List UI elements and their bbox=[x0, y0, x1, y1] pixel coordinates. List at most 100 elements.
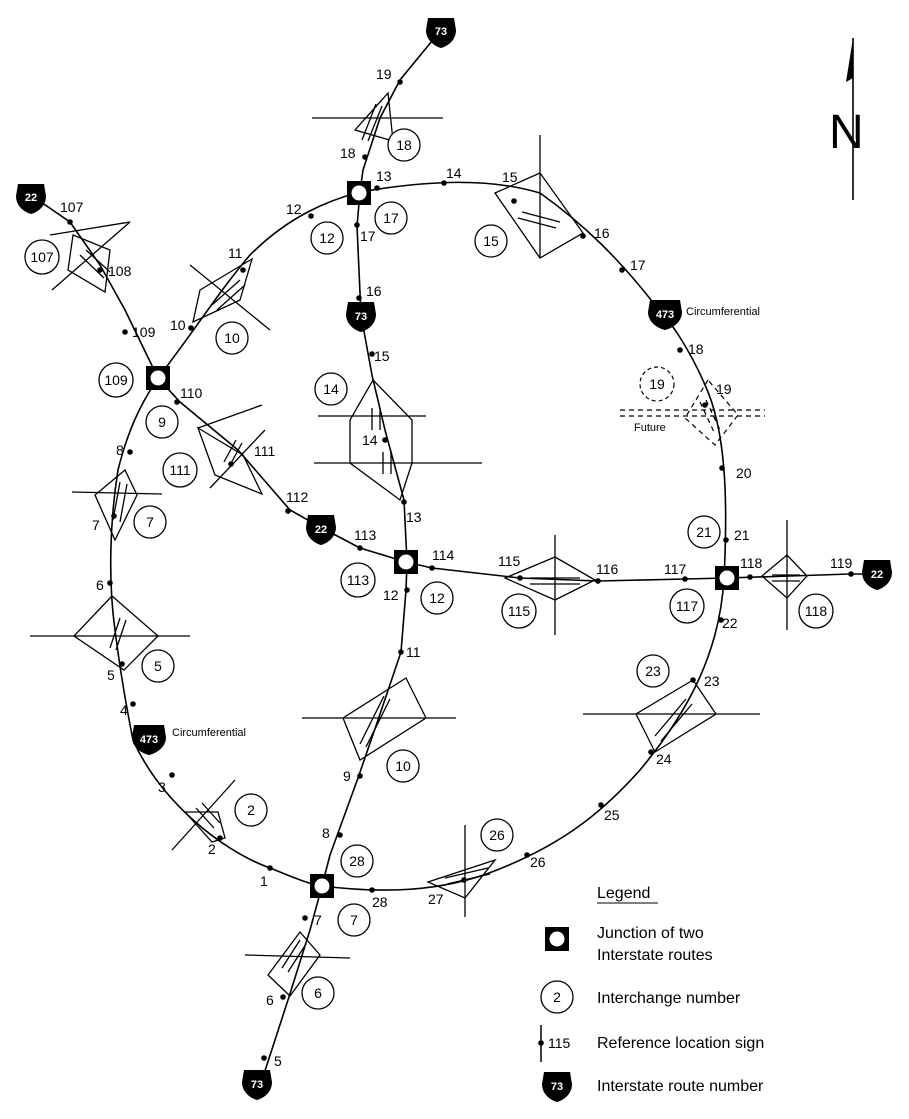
svg-text:23: 23 bbox=[645, 663, 661, 679]
refsign-label: 16 bbox=[594, 225, 610, 241]
refsign-label: 17 bbox=[360, 228, 376, 244]
svg-text:10: 10 bbox=[224, 330, 240, 346]
svg-text:473: 473 bbox=[140, 734, 158, 746]
refsign-label: 108 bbox=[108, 263, 132, 279]
refsign-label: 113 bbox=[354, 527, 377, 543]
refsign-label: 11 bbox=[406, 644, 421, 660]
refsign-label: 19 bbox=[376, 66, 392, 82]
svg-text:15: 15 bbox=[483, 233, 499, 249]
interchange-circle: 9 bbox=[145, 405, 179, 439]
interchange-circle: 5 bbox=[141, 649, 175, 683]
refsign-label: 14 bbox=[362, 432, 378, 448]
legend-junction-symbol bbox=[545, 927, 569, 951]
svg-text:113: 113 bbox=[347, 572, 370, 588]
legend-interchange-label: Interchange number bbox=[597, 990, 741, 1007]
refsign-label: 9 bbox=[343, 768, 351, 784]
refsign-label: 24 bbox=[656, 751, 672, 767]
refsign-label: 6 bbox=[96, 577, 104, 593]
interchange-circle: 23 bbox=[636, 654, 670, 688]
interchange-circle: 17 bbox=[374, 201, 408, 235]
svg-text:2: 2 bbox=[247, 802, 255, 818]
refsign-label: 18 bbox=[688, 341, 704, 357]
refsign-label: 15 bbox=[374, 348, 390, 364]
refsign-label: 5 bbox=[274, 1053, 282, 1069]
junction-marker bbox=[347, 181, 371, 205]
refsign-label: 8 bbox=[322, 825, 330, 841]
interchange-circle: 109 bbox=[98, 362, 134, 398]
north-label: N bbox=[829, 106, 864, 159]
legend-route-label: Interstate route number bbox=[597, 1078, 764, 1095]
svg-text:22: 22 bbox=[25, 192, 37, 204]
svg-text:12: 12 bbox=[319, 230, 335, 246]
interchange-circle: 21 bbox=[687, 515, 721, 549]
refsign-label: 4 bbox=[120, 702, 128, 718]
interchange-circle: 14 bbox=[314, 372, 348, 406]
legend-refsign-symbol: 115 bbox=[538, 1025, 571, 1062]
refsign-label: 107 bbox=[60, 199, 84, 215]
legend-title: Legend bbox=[597, 885, 650, 902]
junction-marker bbox=[310, 874, 334, 898]
interchange-circle: 26 bbox=[480, 818, 514, 852]
route-shield-73: 73 bbox=[242, 1070, 272, 1100]
svg-text:12: 12 bbox=[429, 590, 445, 606]
interchange-circle: 18 bbox=[387, 128, 421, 162]
interchange-circle: 117 bbox=[669, 588, 705, 624]
refsign-label: 19 bbox=[716, 381, 732, 397]
interchange-circle: 115 bbox=[501, 593, 537, 629]
svg-text:22: 22 bbox=[871, 569, 883, 581]
route-shield-473: 473 bbox=[648, 300, 682, 330]
interchange-circle: 111 bbox=[162, 452, 198, 488]
refsign-label: 27 bbox=[428, 891, 444, 907]
svg-text:18: 18 bbox=[396, 137, 412, 153]
interchange-circle: 7 bbox=[133, 505, 167, 539]
refsign-label: 13 bbox=[376, 168, 392, 184]
refsign-label: 7 bbox=[314, 912, 322, 928]
refsign-label: 2 bbox=[208, 841, 216, 857]
refsign-label: 110 bbox=[180, 385, 203, 401]
svg-text:6: 6 bbox=[314, 985, 322, 1001]
svg-text:109: 109 bbox=[104, 372, 128, 388]
junction-markers bbox=[146, 181, 739, 898]
svg-text:473: 473 bbox=[656, 309, 674, 321]
refsign-label: 18 bbox=[340, 145, 356, 161]
refsign-label: 28 bbox=[372, 894, 388, 910]
route-shield-22: 22 bbox=[862, 560, 892, 590]
north-arrow: N bbox=[829, 38, 864, 200]
svg-text:7: 7 bbox=[350, 912, 358, 928]
interchange-number-circles: 18 17 12 15 107 10 109 9 111 14 7 5 113 … bbox=[24, 128, 834, 1010]
interchange-circle-future: 19 bbox=[639, 366, 675, 402]
svg-text:7: 7 bbox=[146, 514, 154, 530]
refsign-label: 3 bbox=[158, 779, 166, 795]
route-shields: 73 22 73 473 22 22 473 73 bbox=[16, 18, 892, 1100]
legend-route-shield: 73 bbox=[542, 1072, 572, 1102]
interchange-circle: 2 bbox=[234, 793, 268, 827]
legend-refsign-label: Reference location sign bbox=[597, 1035, 764, 1052]
svg-text:73: 73 bbox=[435, 26, 447, 38]
interchange-circle: 6 bbox=[301, 976, 335, 1010]
refsign-label: 21 bbox=[734, 527, 750, 543]
svg-text:107: 107 bbox=[30, 249, 54, 265]
future-label: Future bbox=[634, 422, 666, 434]
refsign-label: 22 bbox=[722, 615, 738, 631]
svg-text:10: 10 bbox=[395, 758, 411, 774]
svg-text:26: 26 bbox=[489, 827, 505, 843]
interchange-structures bbox=[30, 91, 808, 997]
refsign-label: 119 bbox=[830, 555, 853, 571]
refsign-label: 17 bbox=[630, 257, 646, 273]
svg-text:5: 5 bbox=[154, 658, 162, 674]
circumferential-label: Circumferential bbox=[172, 727, 246, 739]
refsign-label: 13 bbox=[406, 509, 422, 525]
svg-text:2: 2 bbox=[553, 989, 561, 1005]
refsign-label: 14 bbox=[446, 165, 462, 181]
refsign-label: 20 bbox=[736, 465, 752, 481]
route-shield-22: 22 bbox=[306, 515, 336, 545]
svg-text:19: 19 bbox=[649, 376, 665, 392]
refsign-label: 117 bbox=[664, 561, 687, 577]
svg-text:22: 22 bbox=[315, 524, 327, 536]
legend-junction-label: Junction of two bbox=[597, 925, 704, 942]
refsign-label: 8 bbox=[116, 442, 124, 458]
svg-text:73: 73 bbox=[251, 1079, 263, 1091]
interchange-circle: 28 bbox=[340, 844, 374, 878]
route-shield-473: 473 bbox=[132, 725, 166, 755]
interchange-circle: 12 bbox=[420, 581, 454, 615]
